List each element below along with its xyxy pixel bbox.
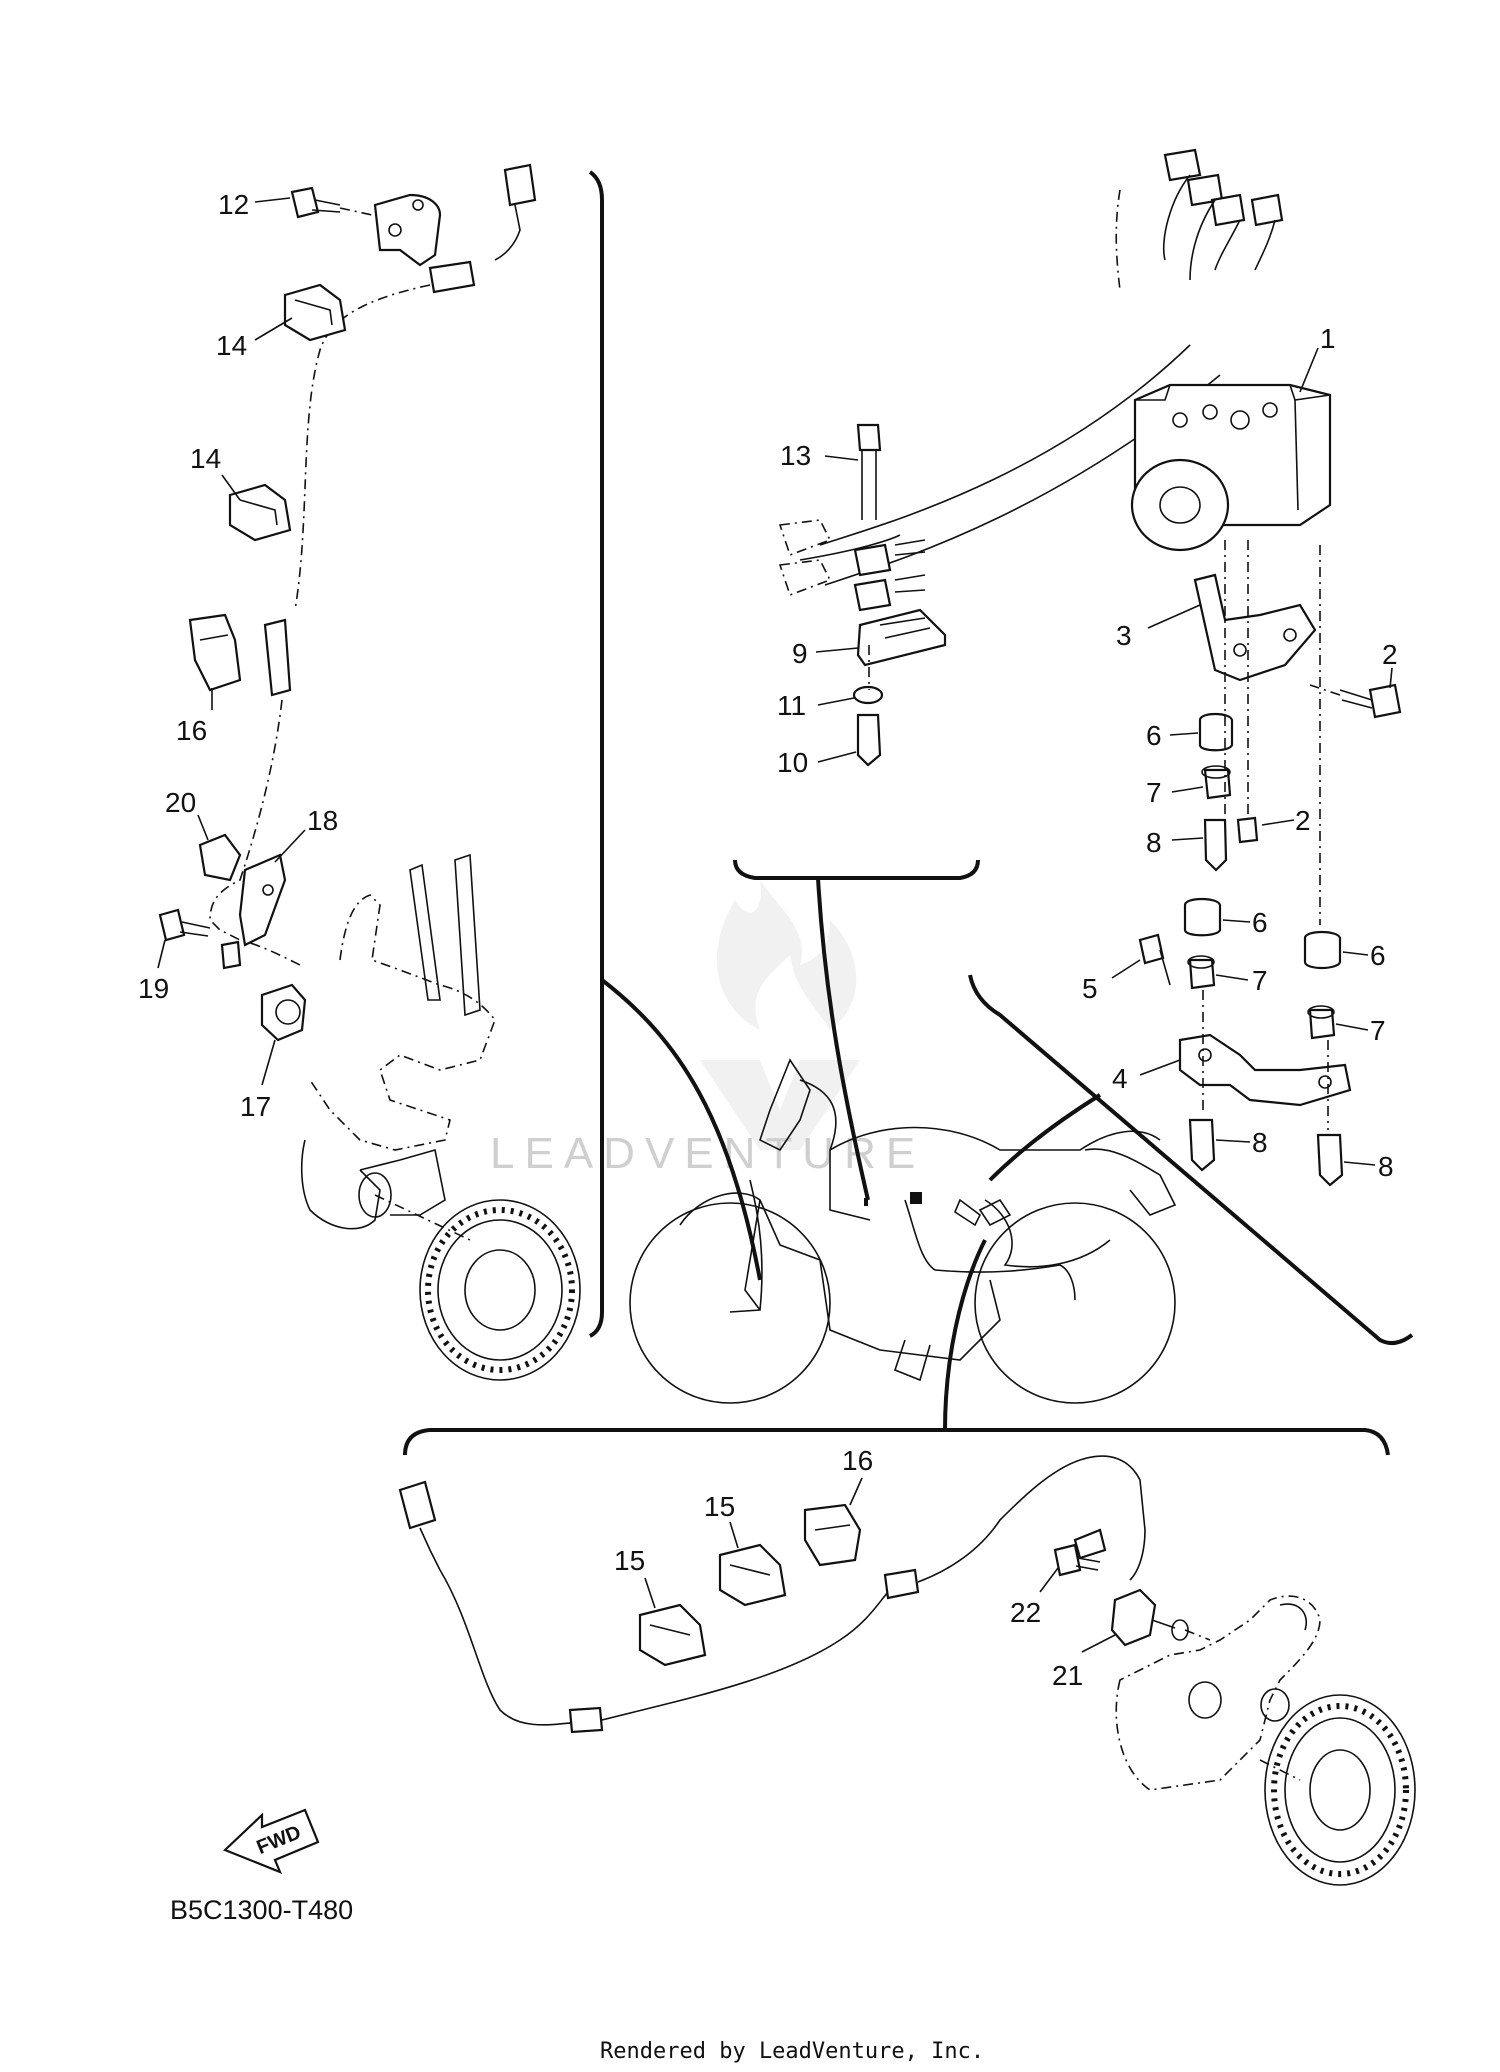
callout-6: 6	[1252, 907, 1268, 938]
leader-rear	[943, 1239, 987, 1431]
callout-17: 17	[240, 1091, 271, 1122]
callout-1: 1	[1320, 323, 1336, 354]
frame-abs-bracket	[733, 859, 980, 880]
diagram-code: B5C1300-T480	[170, 1895, 353, 1925]
callout-7: 7	[1370, 1015, 1386, 1046]
callout-14: 14	[216, 330, 247, 361]
front-sensor-assembly	[158, 163, 581, 1381]
callout-11: 11	[777, 690, 806, 721]
callout-7: 7	[1252, 965, 1268, 996]
frame-front-sensor	[588, 170, 604, 1338]
abs-unit-assembly	[1115, 148, 1402, 1187]
connector-front	[503, 163, 537, 207]
callout-19: 19	[138, 973, 169, 1004]
callout-8: 8	[1378, 1151, 1394, 1182]
callout-2: 2	[1382, 639, 1398, 670]
callout-8: 8	[1252, 1127, 1268, 1158]
watermark-logo	[700, 880, 860, 1150]
leader-right	[988, 1093, 1102, 1182]
callout-15: 15	[704, 1491, 735, 1522]
callout-22: 22	[1010, 1597, 1041, 1628]
rear-wheel	[974, 1202, 1176, 1404]
rear-sensor-assembly	[398, 1455, 1416, 1886]
callout-5: 5	[1082, 973, 1098, 1004]
callout-21: 21	[1052, 1660, 1083, 1691]
fwd-direction-arrow: FWD	[222, 1808, 320, 1874]
callout-6: 6	[1370, 940, 1386, 971]
callout-12: 12	[218, 189, 249, 220]
render-credit: Rendered by LeadVenture, Inc.	[600, 2039, 984, 2064]
motorcycle-outline	[629, 1058, 1177, 1404]
front-brake-disc	[419, 1199, 581, 1381]
callout-2: 2	[1295, 805, 1311, 836]
leader-center	[816, 877, 870, 1201]
callouts: 12 14 14 16 20 18 19 17 13 9 11 10 1 3 2…	[138, 189, 1398, 1691]
rear-brake-disc	[1264, 1694, 1416, 1886]
callout-20: 20	[165, 787, 196, 818]
callout-10: 10	[777, 747, 808, 778]
abs-pipe-bracket-assembly	[778, 344, 1221, 767]
callout-18: 18	[307, 805, 338, 836]
callout-14: 14	[190, 443, 221, 474]
callout-7: 7	[1146, 777, 1162, 808]
frame-abs-unit	[968, 974, 1414, 1346]
callout-9: 9	[792, 638, 808, 669]
front-wheel	[629, 1202, 831, 1404]
leader-front	[600, 978, 762, 1281]
watermark-text: LEADVENTURE	[490, 1129, 925, 1178]
callout-8: 8	[1146, 827, 1162, 858]
callout-13: 13	[780, 440, 811, 471]
callout-16: 16	[176, 715, 207, 746]
callout-15: 15	[614, 1545, 645, 1576]
frame-rear-sensor	[403, 1428, 1390, 1456]
callout-16: 16	[842, 1445, 873, 1476]
callout-4: 4	[1112, 1063, 1128, 1094]
callout-3: 3	[1116, 620, 1132, 651]
callout-6: 6	[1146, 720, 1162, 751]
